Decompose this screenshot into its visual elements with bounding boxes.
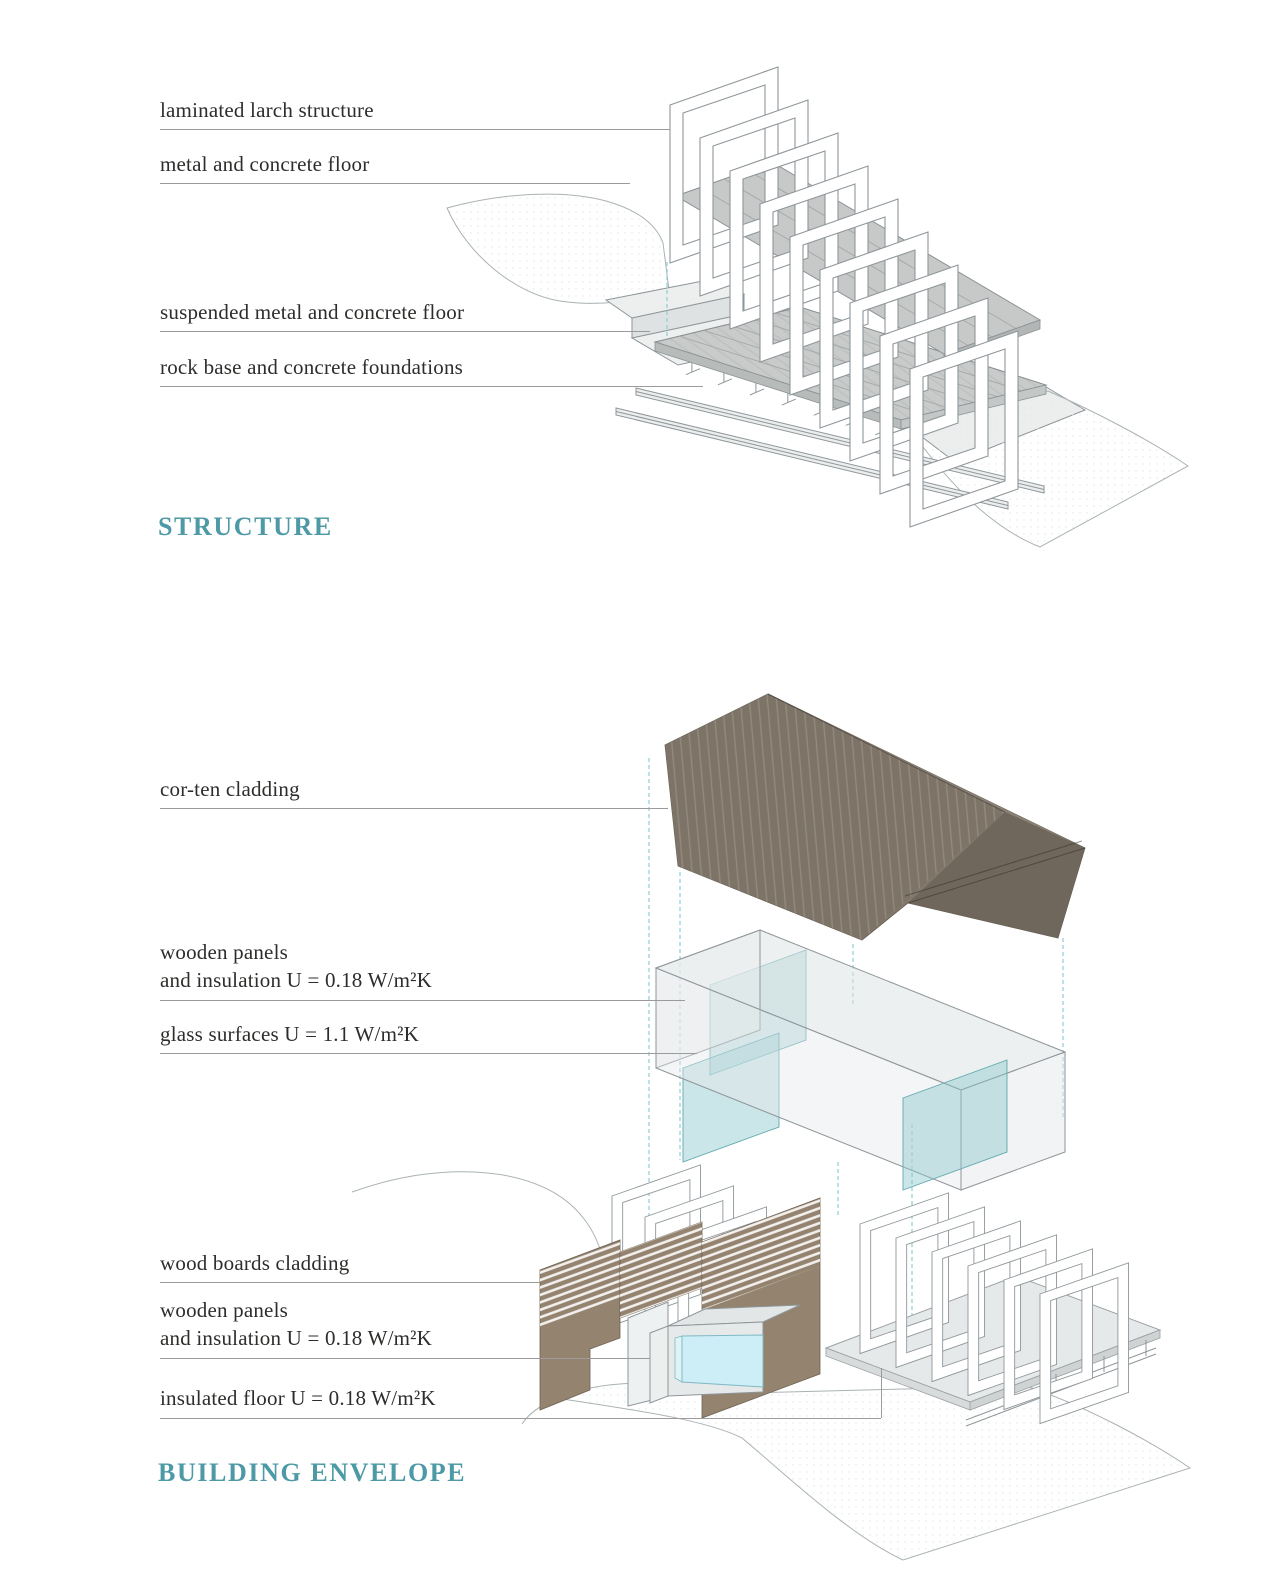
- leader-laminated-larch: [160, 129, 670, 130]
- corten-roof: [664, 693, 1086, 941]
- wood-board-wall-left: [539, 1239, 621, 1411]
- label-text: metal and concrete floor: [160, 152, 370, 176]
- terrain-lower: [554, 1382, 1192, 1561]
- label-text: wooden panels: [160, 940, 288, 964]
- label-text: glass surfaces U = 1.1 W/m²K: [160, 1022, 419, 1046]
- terrain-upper-left: [446, 193, 670, 304]
- leader-suspended-floor: [160, 331, 650, 332]
- label-suspended-floor: suspended metal and concrete floor: [160, 298, 464, 326]
- structure-diagram: [446, 66, 1189, 548]
- label-text: rock base and concrete foundations: [160, 355, 464, 379]
- label-text: suspended metal and concrete floor: [160, 300, 465, 324]
- label-text: and insulation U = 0.18 W/m²K: [160, 968, 433, 992]
- label-text: wooden panels: [160, 1298, 288, 1322]
- label-text: and insulation U = 0.18 W/m²K: [160, 1326, 433, 1350]
- label-text: insulated floor U = 0.18 W/m²K: [160, 1386, 436, 1410]
- label-wooden-panels-lower: wooden panels and insulation U = 0.18 W/…: [160, 1296, 432, 1352]
- leader-metal-concrete-floor: [160, 183, 630, 184]
- label-text: laminated larch structure: [160, 98, 374, 122]
- leader-rock-base: [160, 386, 703, 387]
- label-text: cor-ten cladding: [160, 777, 300, 801]
- leader-insulated-floor-vertical: [881, 1368, 882, 1418]
- label-metal-concrete-floor: metal and concrete floor: [160, 150, 369, 178]
- insulated-panel-box: [654, 929, 1067, 1191]
- structure-title: STRUCTURE: [158, 512, 333, 541]
- leader-insulated-floor: [160, 1418, 881, 1419]
- leader-corten: [160, 808, 668, 809]
- label-laminated-larch-structure: laminated larch structure: [160, 96, 374, 124]
- cyan-glass-front: [681, 1334, 764, 1388]
- glass-panel-end: [902, 1059, 1008, 1191]
- label-text: wood boards cladding: [160, 1251, 350, 1275]
- envelope-diagram: [351, 693, 1192, 1561]
- insulated-floor-platform: [824, 1275, 1162, 1427]
- label-glass-surfaces: glass surfaces U = 1.1 W/m²K: [160, 1020, 419, 1048]
- label-rock-base-foundations: rock base and concrete foundations: [160, 353, 463, 381]
- leader-glass-surfaces: [160, 1053, 697, 1054]
- label-corten-cladding: cor-ten cladding: [160, 775, 300, 803]
- leader-wooden-panels-upper: [160, 1000, 685, 1001]
- leader-wood-boards: [160, 1282, 540, 1283]
- label-wood-boards-cladding: wood boards cladding: [160, 1249, 349, 1277]
- building-envelope-title: BUILDING ENVELOPE: [158, 1458, 467, 1487]
- wood-board-band: [619, 1221, 703, 1319]
- label-insulated-floor: insulated floor U = 0.18 W/m²K: [160, 1384, 436, 1412]
- leader-wooden-panels-lower: [160, 1358, 650, 1359]
- label-wooden-panels-upper: wooden panels and insulation U = 0.18 W/…: [160, 938, 432, 994]
- insulated-volume: [627, 1301, 801, 1407]
